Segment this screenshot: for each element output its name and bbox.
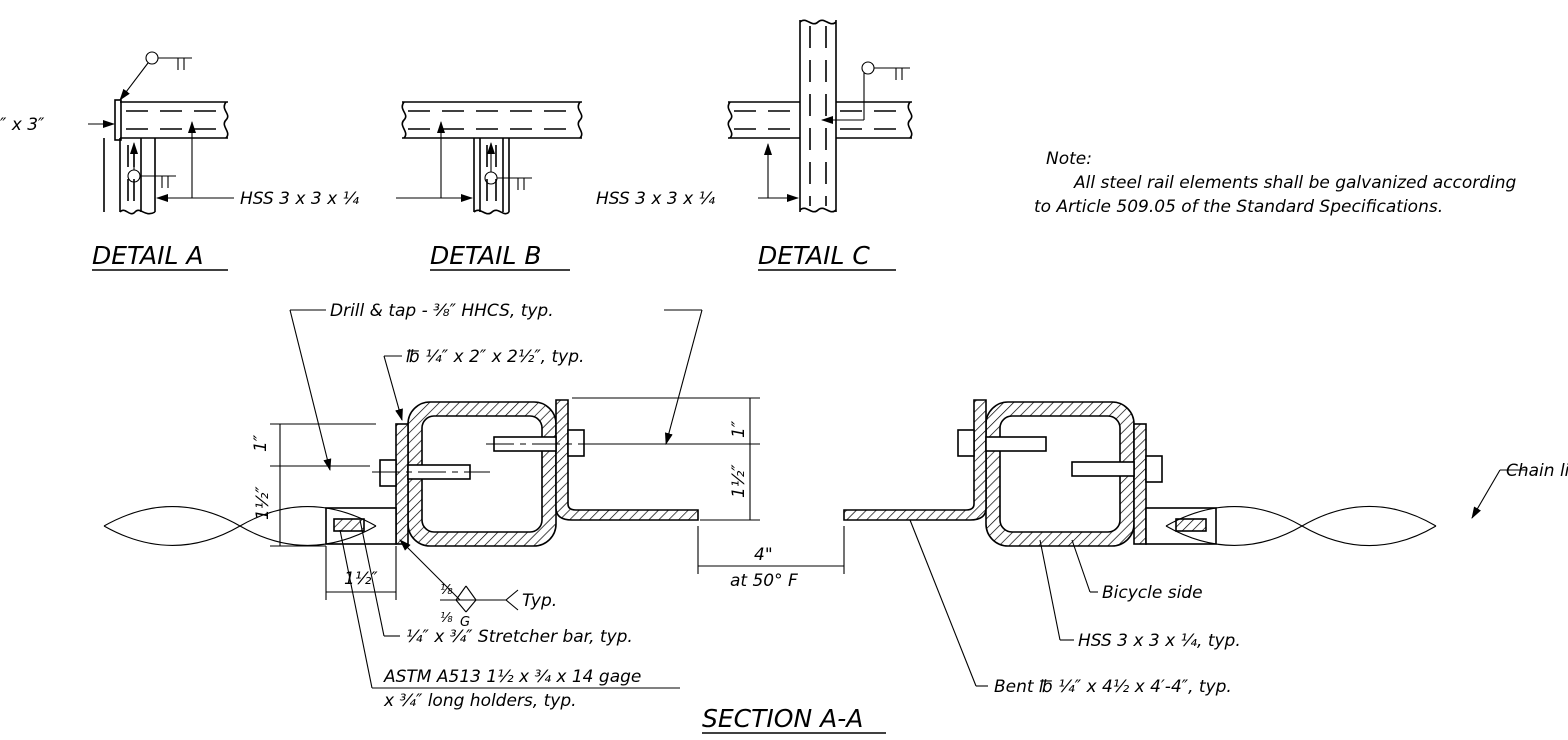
hss-label-ab: HSS 3 x 3 x ¼ <box>240 189 360 209</box>
hss-typ-label: HSS 3 x 3 x ¼, typ. <box>1078 631 1241 651</box>
bicycle-side-label: Bicycle side <box>1102 583 1203 603</box>
detail-a-plate-label: ″ x 3″ <box>0 115 45 135</box>
detail-c: HSS 3 x 3 x ¼ DETAIL C <box>596 19 913 271</box>
gap-temp-label: at 50° F <box>730 571 798 591</box>
detail-a-title: DETAIL A <box>92 241 203 270</box>
stretcher-bar-label: ¼″ x ¾″ Stretcher bar, typ. <box>406 627 633 647</box>
weld-size-top: ⅛ <box>440 583 453 598</box>
weld-g: G <box>460 615 470 630</box>
detail-b: DETAIL B <box>401 101 583 271</box>
detail-b-title: DETAIL B <box>430 241 542 270</box>
detail-a: ″ x 3″ HSS 3 x 3 x ¼ DETAIL A <box>0 51 473 271</box>
weld-size-bottom: ⅛ <box>440 611 453 626</box>
dim-1in-left: 1″ <box>251 434 271 452</box>
dim-1in-right: 1″ <box>729 420 749 438</box>
gap-dim-label: 4" <box>754 545 773 565</box>
dim-1half-left: 1½″ <box>253 486 273 520</box>
note-line-1: All steel rail elements shall be galvani… <box>1073 173 1516 193</box>
dim-1half-right: 1½″ <box>729 464 749 498</box>
hss-label-c: HSS 3 x 3 x ¼ <box>596 189 716 209</box>
dim-1half-bottom: 1½″ <box>344 569 378 589</box>
section-annotations: Drill & tap - ⅜″ HHCS, typ. ℔ ¼″ x 2″ x … <box>251 301 1568 734</box>
section-left-assembly <box>103 399 699 547</box>
note-heading: Note: <box>1046 149 1092 169</box>
drill-tap-label: Drill & tap - ⅜″ HHCS, typ. <box>330 301 554 321</box>
bent-plate-label: Bent ℔ ¼″ x 4½ x 4′-4″, typ. <box>994 677 1232 697</box>
plate-label: ℔ ¼″ x 2″ x 2½″, typ. <box>406 347 584 367</box>
weld-typ: Typ. <box>522 591 557 611</box>
note-line-2: to Article 509.05 of the Standard Specif… <box>1034 197 1443 217</box>
section-title: SECTION A-A <box>702 704 863 733</box>
chain-link-label: Chain link fabric <box>1506 461 1568 481</box>
astm-line-1: ASTM A513 1½ x ¾ x 14 gage <box>383 667 641 687</box>
astm-line-2: x ¾″ long holders, typ. <box>383 691 577 711</box>
section-right-assembly <box>843 399 1437 547</box>
detail-c-title: DETAIL C <box>758 241 870 270</box>
general-note: Note: All steel rail elements shall be g… <box>1034 149 1516 217</box>
